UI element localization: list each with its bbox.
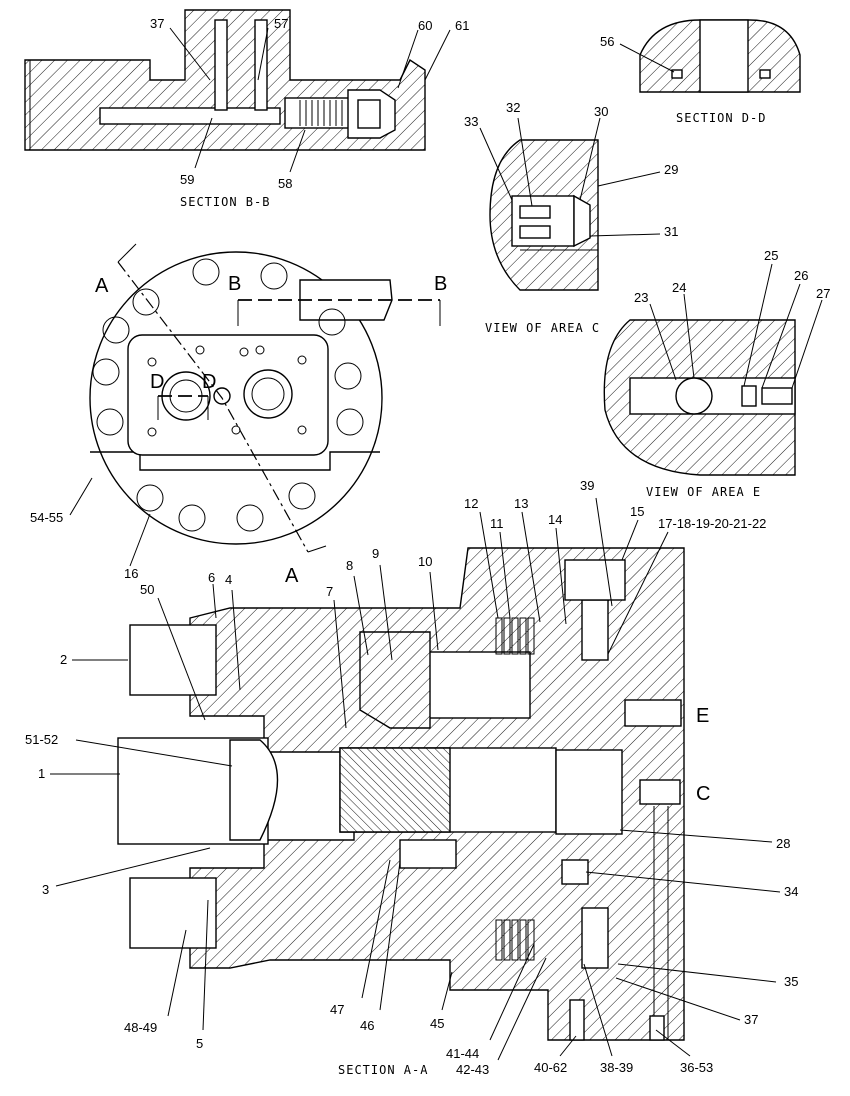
cut-letter-d-left: D	[150, 371, 164, 393]
end-view-callouts: 54-55 16	[30, 477, 151, 581]
callout-aa-7: 7	[326, 584, 333, 599]
callout-aa-14: 14	[548, 512, 562, 527]
callout-aa-8: 8	[346, 558, 353, 573]
section-aa-callouts: 6 4 50 2 51-52 1 3 8 9 7 10 12 11 13 14 …	[25, 478, 798, 1077]
callout-aa-47: 47	[330, 1002, 344, 1017]
callout-e-24: 24	[672, 280, 686, 295]
section-bb-view	[24, 9, 426, 151]
view-e-title: VIEW OF AREA E	[646, 485, 761, 499]
callout-aa-5: 5	[196, 1036, 203, 1051]
callout-aa-15: 15	[630, 504, 644, 519]
section-aa-title: SECTION A-A	[338, 1063, 428, 1077]
callout-aa-17-22: 17-18-19-20-21-22	[658, 516, 766, 531]
callout-aa-2: 2	[60, 652, 67, 667]
cut-letter-b-left: B	[228, 273, 241, 295]
callout-bb-59: 59	[180, 172, 194, 187]
cut-letter-b-right: B	[434, 273, 447, 295]
callout-bb-61: 61	[455, 18, 469, 33]
callout-aa-37: 37	[744, 1012, 758, 1027]
callout-bb-37: 37	[150, 16, 164, 31]
callout-aa-40-62: 40-62	[534, 1060, 567, 1075]
callout-aa-50: 50	[140, 582, 154, 597]
callout-e-27: 27	[816, 286, 830, 301]
callout-e-26: 26	[794, 268, 808, 283]
callout-aa-38-39: 38-39	[600, 1060, 633, 1075]
callout-e-23: 23	[634, 290, 648, 305]
view-area-e	[603, 319, 796, 476]
callout-aa-13: 13	[514, 496, 528, 511]
callout-aa-41-44: 41-44	[446, 1046, 479, 1061]
cut-letter-a-bottom: A	[285, 565, 299, 587]
callout-aa-34: 34	[784, 884, 798, 899]
callout-aa-12: 12	[464, 496, 478, 511]
view-e-callouts: 23 24 25 26 27	[634, 248, 830, 389]
callout-aa-9: 9	[372, 546, 379, 561]
callout-dd-56: 56	[600, 34, 614, 49]
callout-aa-11: 11	[490, 516, 504, 531]
callout-aa-6: 6	[208, 570, 215, 585]
callout-16: 16	[124, 566, 138, 581]
callout-aa-39-top: 39	[580, 478, 594, 493]
callout-aa-10: 10	[418, 554, 432, 569]
callout-bb-57: 57	[274, 16, 288, 31]
callout-c-32: 32	[506, 100, 520, 115]
end-view-bolts	[92, 258, 364, 532]
callout-54-55: 54-55	[30, 510, 63, 525]
cut-letter-d-right: D	[202, 371, 216, 393]
callout-aa-35: 35	[784, 974, 798, 989]
cut-letter-a-top: A	[95, 275, 109, 297]
callout-aa-1: 1	[38, 766, 45, 781]
callout-c-30: 30	[594, 104, 608, 119]
callout-bb-60: 60	[418, 18, 432, 33]
view-c-title: VIEW OF AREA C	[485, 321, 600, 335]
callout-aa-4: 4	[225, 572, 232, 587]
callout-aa-51-52: 51-52	[25, 732, 58, 747]
end-view	[89, 251, 393, 545]
cut-letter-c: C	[696, 783, 710, 805]
cut-letter-e: E	[696, 705, 709, 727]
section-bb-title: SECTION B-B	[180, 195, 270, 209]
callout-aa-3: 3	[42, 882, 49, 897]
callout-aa-48-49: 48-49	[124, 1020, 157, 1035]
section-aa-view	[117, 547, 685, 1041]
view-area-c	[489, 139, 599, 291]
clutch-discs-lower	[495, 919, 535, 961]
clutch-discs-upper	[495, 617, 535, 655]
callout-bb-58: 58	[278, 176, 292, 191]
view-c-callouts: 33 32 30 29 31	[464, 100, 678, 239]
section-bb-callouts: 37 57 60 61 59 58	[150, 16, 469, 191]
callout-c-31: 31	[664, 224, 678, 239]
section-dd-view	[639, 19, 801, 93]
callout-e-25: 25	[764, 248, 778, 263]
cutting-plane-lines	[117, 243, 441, 553]
callout-aa-28: 28	[776, 836, 790, 851]
callout-aa-45: 45	[430, 1016, 444, 1031]
callout-aa-46: 46	[360, 1018, 374, 1033]
callout-aa-36-53: 36-53	[680, 1060, 713, 1075]
callout-c-29: 29	[664, 162, 678, 177]
callout-aa-42-43: 42-43	[456, 1062, 489, 1077]
callout-c-33: 33	[464, 114, 478, 129]
section-dd-title: SECTION D-D	[676, 111, 766, 125]
